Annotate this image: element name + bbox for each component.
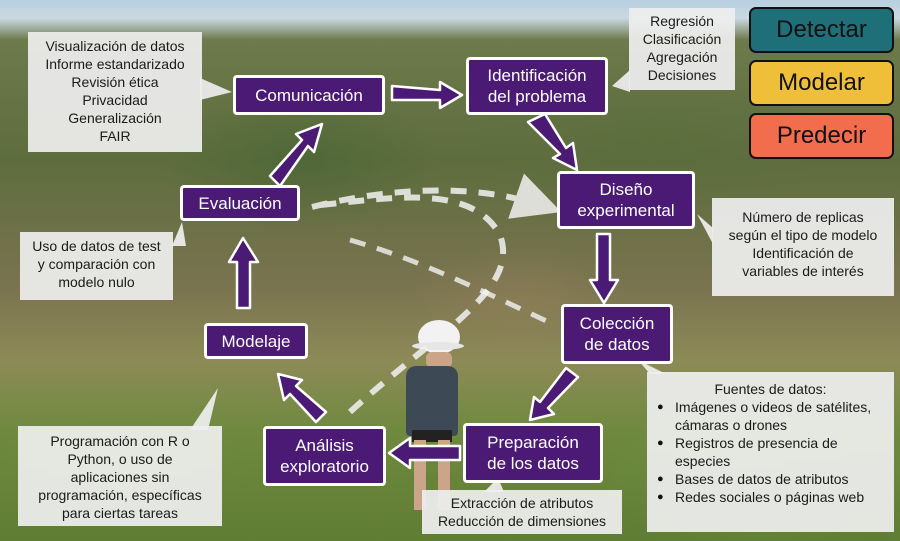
step-comunicacion-label: Comunicación: [255, 85, 363, 105]
note-evaluacion: Uso de datos de test y comparación con m…: [20, 232, 173, 300]
step-preparacion: Preparación de los datos: [463, 423, 603, 483]
step-diseno: Diseño experimental: [557, 171, 695, 229]
callout-tails: [172, 70, 713, 492]
list-item: Redes sociales o páginas web: [653, 488, 888, 506]
step-coleccion-label: Colección de datos: [579, 314, 655, 354]
step-identificacion-label: Identificación del problema: [487, 66, 587, 106]
arrow-coleccion-to-preparacion: [528, 366, 580, 422]
step-identificacion: Identificación del problema: [466, 57, 608, 115]
dashed-loop-arrow: [309, 190, 550, 415]
step-preparacion-label: Preparación de los datos: [487, 433, 579, 473]
list-item: Registros de presencia de especies: [653, 434, 888, 470]
step-analisis-label: Análisis exploratorio: [280, 436, 369, 476]
note-coleccion-title: Fuentes de datos:: [714, 381, 827, 397]
note-identificacion: Regresión Clasificación Agregación Decis…: [629, 8, 735, 90]
step-analisis: Análisis exploratorio: [263, 426, 386, 486]
step-modelaje-label: Modelaje: [221, 331, 291, 351]
cycle-arrows: [227, 80, 620, 470]
legend-modelar-label: Modelar: [778, 69, 865, 96]
step-coleccion: Colección de datos: [561, 304, 673, 364]
step-modelaje: Modelaje: [204, 323, 308, 359]
legend-predecir-label: Predecir: [776, 122, 867, 149]
arrow-identificacion-to-diseno: [526, 112, 579, 172]
legend-modelar: Modelar: [749, 60, 894, 106]
note-analisis: Programación con R o Python, o uso de ap…: [18, 426, 222, 526]
note-coleccion-list: Imágenes o videos de satélites, cámaras …: [653, 398, 888, 506]
note-comunicacion: Visualización de datos Informe estandari…: [28, 32, 202, 152]
step-evaluacion: Evaluación: [180, 185, 300, 221]
list-item: Imágenes o videos de satélites, cámaras …: [653, 398, 888, 434]
note-diseno: Número de replicas según el tipo de mode…: [712, 198, 894, 296]
arrow-comunicacion-to-identificacion: [390, 80, 464, 110]
step-diseno-label: Diseño experimental: [577, 180, 675, 220]
note-coleccion: Fuentes de datos: Imágenes o videos de s…: [647, 372, 894, 532]
legend-detectar-label: Detectar: [776, 16, 867, 43]
arrow-diseno-to-coleccion: [588, 232, 620, 305]
arrow-modelaje-to-evaluacion: [227, 236, 260, 310]
legend-detectar: Detectar: [749, 7, 894, 53]
list-item: Bases de datos de atributos: [653, 470, 888, 488]
arrow-evaluacion-to-comunicacion: [268, 122, 324, 188]
step-evaluacion-label: Evaluación: [198, 193, 282, 213]
arrow-preparacion-to-analisis: [387, 436, 462, 470]
legend-predecir: Predecir: [749, 113, 894, 159]
arrow-analisis-to-modelaje: [276, 372, 328, 424]
dashed-branch-arrow: [349, 237, 557, 328]
note-preparacion: Extracción de atributos Reducción de dim…: [422, 490, 622, 534]
step-comunicacion: Comunicación: [233, 75, 385, 115]
